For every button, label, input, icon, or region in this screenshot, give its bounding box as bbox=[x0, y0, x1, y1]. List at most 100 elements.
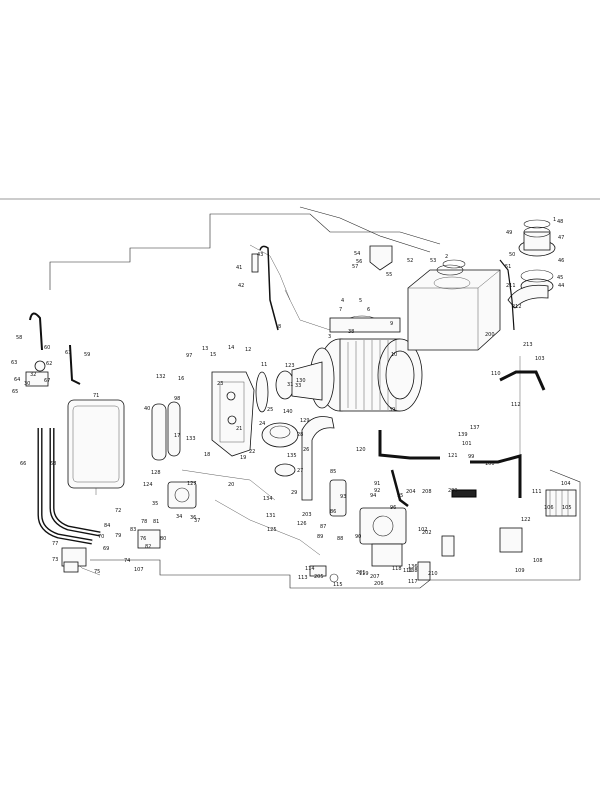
callout-6: 6 bbox=[367, 307, 370, 313]
callout-42: 42 bbox=[238, 283, 244, 289]
callout-49: 49 bbox=[506, 230, 512, 236]
callout-88: 88 bbox=[337, 536, 343, 542]
callout-133: 133 bbox=[186, 436, 196, 442]
callout-48: 48 bbox=[557, 219, 563, 225]
expansion-vessel bbox=[67, 399, 125, 495]
callout-101: 101 bbox=[462, 441, 472, 447]
callout-58: 58 bbox=[16, 335, 22, 341]
callout-71: 71 bbox=[93, 393, 99, 399]
callout-54: 54 bbox=[354, 251, 360, 257]
callout-96: 96 bbox=[390, 505, 396, 511]
callout-105: 105 bbox=[562, 505, 572, 511]
callout-38: 38 bbox=[348, 329, 354, 335]
flue-adaptor bbox=[436, 219, 556, 309]
callout-14: 14 bbox=[228, 345, 234, 351]
callout-210: 210 bbox=[428, 571, 438, 577]
callout-31: 31 bbox=[287, 382, 293, 388]
callout-68: 68 bbox=[50, 461, 56, 467]
assembly-leader-lines bbox=[49, 206, 581, 589]
callout-90: 90 bbox=[355, 534, 361, 540]
callout-203: 203 bbox=[302, 512, 312, 518]
callout-30: 30 bbox=[24, 381, 30, 387]
callout-97: 97 bbox=[186, 353, 192, 359]
callout-21: 21 bbox=[236, 426, 242, 432]
pump-hydraulic-block bbox=[61, 481, 407, 567]
callout-59: 59 bbox=[84, 352, 90, 358]
callout-41: 41 bbox=[236, 265, 242, 271]
left-flow-pipes bbox=[25, 312, 101, 545]
callout-51: 51 bbox=[505, 264, 511, 270]
callout-22: 22 bbox=[249, 449, 255, 455]
callout-124: 124 bbox=[143, 482, 153, 488]
callout-25: 25 bbox=[267, 407, 273, 413]
callout-103: 103 bbox=[535, 356, 545, 362]
callout-129: 129 bbox=[300, 418, 310, 424]
callout-73: 73 bbox=[52, 557, 58, 563]
callout-44: 44 bbox=[558, 283, 564, 289]
callout-64: 64 bbox=[14, 377, 20, 383]
callout-60: 60 bbox=[44, 345, 50, 351]
callout-114: 114 bbox=[305, 566, 315, 572]
callout-136: 136 bbox=[408, 564, 418, 570]
callout-204: 204 bbox=[406, 489, 416, 495]
callout-121: 121 bbox=[448, 453, 458, 459]
callout-94: 94 bbox=[370, 493, 376, 499]
callout-61: 61 bbox=[65, 350, 71, 356]
callout-200: 200 bbox=[485, 332, 495, 338]
callout-63: 63 bbox=[11, 360, 17, 366]
callout-134: 134 bbox=[263, 496, 273, 502]
callout-46: 46 bbox=[558, 258, 564, 264]
callout-209: 209 bbox=[448, 488, 458, 494]
callout-126: 126 bbox=[297, 521, 307, 527]
callout-211: 211 bbox=[506, 283, 516, 289]
callout-132: 132 bbox=[156, 374, 166, 380]
callout-205: 205 bbox=[314, 574, 324, 580]
callout-106: 106 bbox=[544, 505, 554, 511]
callout-82: 82 bbox=[145, 544, 151, 550]
callout-9: 9 bbox=[390, 321, 393, 327]
callout-102: 102 bbox=[418, 527, 428, 533]
callout-69: 69 bbox=[103, 546, 109, 552]
callout-11: 11 bbox=[261, 362, 267, 368]
callout-56: 56 bbox=[356, 259, 362, 265]
callout-77: 77 bbox=[52, 541, 58, 547]
callout-40: 40 bbox=[144, 406, 150, 412]
callout-24: 24 bbox=[259, 421, 265, 427]
callout-37: 37 bbox=[194, 518, 200, 524]
callout-3: 3 bbox=[328, 334, 331, 340]
callout-12: 12 bbox=[245, 347, 251, 353]
callout-131: 131 bbox=[266, 513, 276, 519]
callout-57: 57 bbox=[352, 264, 358, 270]
callout-47: 47 bbox=[558, 235, 564, 241]
callout-72: 72 bbox=[115, 508, 121, 514]
callout-208: 208 bbox=[422, 489, 432, 495]
callout-104: 104 bbox=[561, 481, 571, 487]
callout-55: 55 bbox=[386, 272, 392, 278]
callout-2: 2 bbox=[445, 254, 448, 260]
callout-36: 36 bbox=[190, 515, 196, 521]
callout-119: 119 bbox=[359, 571, 369, 577]
callout-120: 120 bbox=[356, 447, 366, 453]
callout-89: 89 bbox=[317, 534, 323, 540]
callout-107: 107 bbox=[134, 567, 144, 573]
callout-91: 91 bbox=[374, 481, 380, 487]
callout-27: 27 bbox=[297, 468, 303, 474]
callout-201: 201 bbox=[356, 570, 366, 576]
callout-32: 32 bbox=[30, 372, 36, 378]
callout-84: 84 bbox=[104, 523, 110, 529]
callout-213: 213 bbox=[523, 342, 533, 348]
callout-127: 127 bbox=[187, 481, 197, 487]
callout-28: 28 bbox=[297, 432, 303, 438]
combustion-chamber-box bbox=[329, 269, 501, 351]
callout-85: 85 bbox=[330, 469, 336, 475]
heat-exchanger bbox=[309, 315, 423, 412]
callout-207: 207 bbox=[370, 574, 380, 580]
callout-113: 113 bbox=[298, 575, 308, 581]
callout-26: 26 bbox=[303, 447, 309, 453]
callout-75: 75 bbox=[94, 569, 100, 575]
callout-50: 50 bbox=[509, 252, 515, 258]
callout-53: 53 bbox=[430, 258, 436, 264]
callout-39: 39 bbox=[389, 407, 395, 413]
callout-108: 108 bbox=[533, 558, 543, 564]
